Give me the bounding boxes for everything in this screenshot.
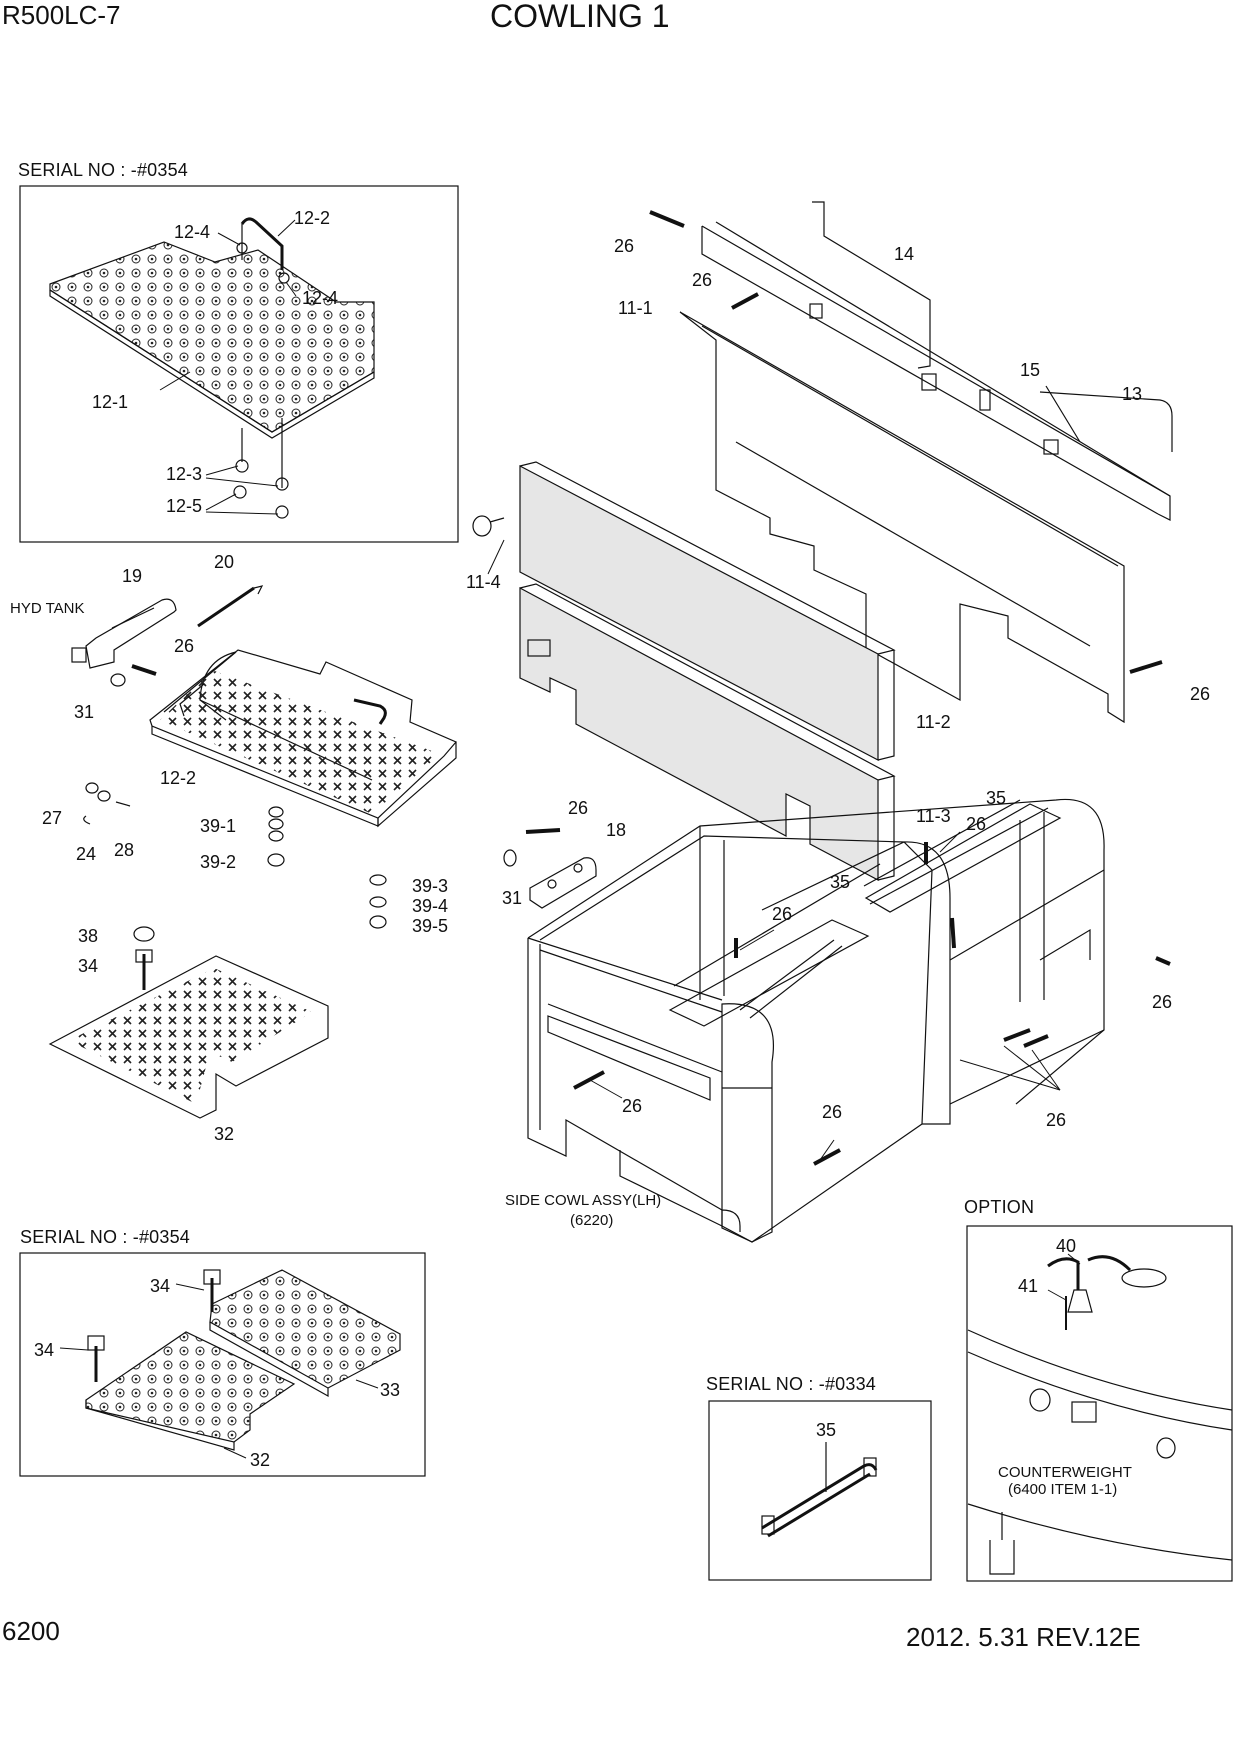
callout-12-1: 12-1 xyxy=(92,392,129,412)
note-counterweight-line1: COUNTERWEIGHT xyxy=(998,1464,1132,1481)
callout-19: 19 xyxy=(122,566,143,586)
bolts-26-frame xyxy=(573,842,1171,1166)
inset-serial-bottom-center: SERIAL NO : -#0334 xyxy=(706,1374,877,1394)
callout-12-2-a: 12-2 xyxy=(294,208,331,228)
callout-26-right: 26 xyxy=(1190,684,1211,704)
callout-26-bracket: 26 xyxy=(568,798,589,818)
inset-box-top-left xyxy=(19,185,459,543)
plate-12-1 xyxy=(49,217,375,519)
washers-left xyxy=(83,664,157,825)
handle-35 xyxy=(761,1442,878,1538)
callout-26-frame-b: 26 xyxy=(772,904,793,924)
callout-15: 15 xyxy=(1020,360,1041,380)
bracket-18 xyxy=(503,828,597,909)
callout-35-mid: 35 xyxy=(830,872,851,892)
callout-34-a: 34 xyxy=(78,956,99,976)
callout-26-left: 26 xyxy=(174,636,195,656)
callout-31-left: 31 xyxy=(74,702,95,722)
walkway-plate-12-2 xyxy=(149,649,457,828)
fasteners-39 xyxy=(267,806,387,929)
option-counterweight xyxy=(967,1255,1233,1575)
callout-31-right: 31 xyxy=(502,888,523,908)
frame-leaders xyxy=(487,539,1061,1161)
callout-39-2: 39-2 xyxy=(200,852,237,872)
inset-box-bottom-center xyxy=(708,1400,932,1581)
rail-35-upper xyxy=(864,803,1062,913)
rod-20 xyxy=(197,585,264,628)
callout-26-frame-d: 26 xyxy=(1046,1110,1067,1130)
callout-39-5: 39-5 xyxy=(412,916,449,936)
callout-12-5: 12-5 xyxy=(166,496,203,516)
note-side-cowl-line1: SIDE COWL ASSY(LH) xyxy=(505,1192,662,1209)
callout-34-c: 34 xyxy=(34,1340,55,1360)
callout-32-a: 32 xyxy=(214,1124,235,1144)
callout-12-4-b: 12-4 xyxy=(302,288,339,308)
revision-date: 2012. 5.31 REV.12E xyxy=(906,1622,1141,1652)
callout-34-b: 34 xyxy=(150,1276,171,1296)
inset-serial-bottom-left: SERIAL NO : -#0354 xyxy=(20,1227,191,1247)
model-label: R500LC-7 xyxy=(2,0,121,30)
page-number: 6200 xyxy=(2,1616,60,1646)
callout-38: 38 xyxy=(78,926,99,946)
callout-26-frame-c: 26 xyxy=(1152,992,1173,1012)
callout-41: 41 xyxy=(1018,1276,1039,1296)
callout-26-frame-e: 26 xyxy=(622,1096,643,1116)
callout-26-top-a: 26 xyxy=(614,236,635,256)
callout-26-top-b: 26 xyxy=(692,270,713,290)
callout-11-3: 11-3 xyxy=(916,806,951,826)
callout-33: 33 xyxy=(380,1380,401,1400)
callout-39-4: 39-4 xyxy=(412,896,449,916)
callout-35-top: 35 xyxy=(986,788,1007,808)
callout-24: 24 xyxy=(76,844,97,864)
note-hyd-tank: HYD TANK xyxy=(10,600,85,617)
callout-35-bottom: 35 xyxy=(816,1420,837,1440)
bolts-26-top xyxy=(649,210,1163,674)
callout-18: 18 xyxy=(606,820,627,840)
panel-11-2 xyxy=(519,461,896,761)
callout-13: 13 xyxy=(1122,384,1143,404)
bracket-19 xyxy=(71,598,177,669)
inset-box-option xyxy=(966,1225,1233,1582)
callout-11-4: 11-4 xyxy=(466,572,501,592)
callout-26-frame-f: 26 xyxy=(822,1102,843,1122)
callout-14: 14 xyxy=(894,244,915,264)
callout-12-2-b: 12-2 xyxy=(160,768,197,788)
note-counterweight-line2: (6400 ITEM 1-1) xyxy=(1008,1481,1118,1498)
callout-20: 20 xyxy=(214,552,235,572)
rail-assembly xyxy=(701,201,1173,521)
callout-40: 40 xyxy=(1056,1236,1077,1256)
step-plate-32 xyxy=(48,926,329,1119)
inset-box-bottom-left xyxy=(19,1252,426,1477)
main-frame xyxy=(527,798,1105,1243)
panel-11-3 xyxy=(519,583,896,881)
inset-serial-top-left: SERIAL NO : -#0354 xyxy=(18,160,189,180)
knob-11-4 xyxy=(472,515,505,537)
callout-28: 28 xyxy=(114,840,135,860)
callout-11-1: 11-1 xyxy=(618,298,653,318)
plates-33-32 xyxy=(85,1269,401,1451)
panel-11-1 xyxy=(679,311,1125,724)
rail-35-lower xyxy=(668,919,870,1027)
callout-26-frame-a: 26 xyxy=(966,814,987,834)
callout-27: 27 xyxy=(42,808,63,828)
callout-12-4-a: 12-4 xyxy=(174,222,211,242)
callout-39-3: 39-3 xyxy=(412,876,449,896)
callout-39-1: 39-1 xyxy=(200,816,237,836)
note-side-cowl-line2: (6220) xyxy=(570,1212,614,1229)
callout-12-3: 12-3 xyxy=(166,464,203,484)
callout-11-2: 11-2 xyxy=(916,712,951,732)
page-title: COWLING 1 xyxy=(490,0,670,34)
callout-32-b: 32 xyxy=(250,1450,271,1470)
inset-option-label: OPTION xyxy=(964,1197,1035,1217)
